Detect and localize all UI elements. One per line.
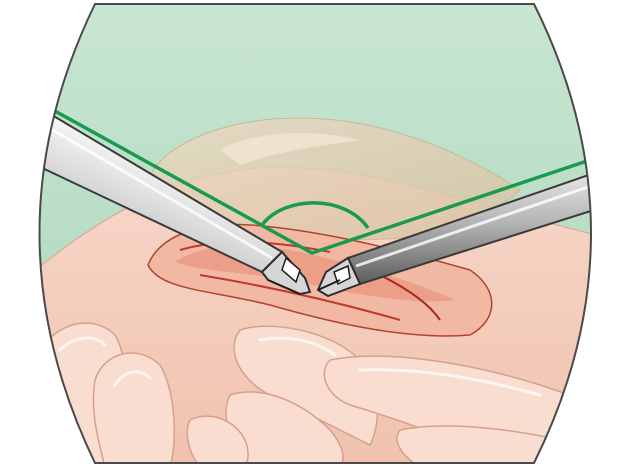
laparoscopic-view bbox=[0, 0, 632, 467]
diagram-canvas bbox=[0, 0, 632, 467]
